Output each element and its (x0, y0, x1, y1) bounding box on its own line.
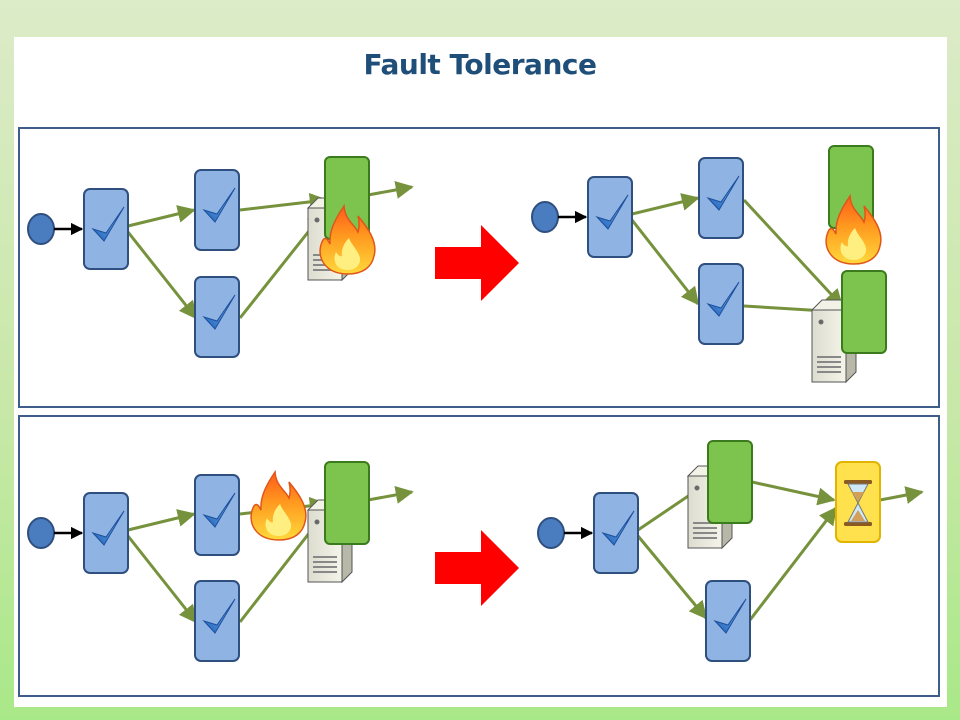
input-node (531, 201, 559, 233)
edge (127, 509, 196, 532)
restarted-replica-task (841, 270, 887, 354)
output-edge (367, 181, 414, 199)
edge (239, 192, 328, 212)
output-edge (879, 486, 924, 504)
task-check-icon (194, 474, 240, 556)
input-node (27, 517, 55, 549)
edge (126, 535, 198, 624)
task-check-icon (83, 492, 129, 574)
task-check-icon (83, 188, 129, 270)
top-after-graph (531, 145, 887, 383)
edge (630, 219, 700, 306)
task-check-icon (194, 580, 240, 662)
replica-task (324, 461, 370, 545)
edge (751, 480, 836, 506)
task-check-icon (194, 276, 240, 358)
edge (748, 506, 838, 621)
transition-arrow-icon (435, 530, 519, 606)
task-check-icon (698, 157, 744, 239)
input-node (537, 517, 565, 549)
edge (127, 205, 196, 228)
task-check-icon (705, 580, 751, 662)
edge (636, 535, 708, 620)
transition-arrow-icon (435, 225, 519, 301)
task-check-icon (698, 263, 744, 345)
task-check-icon (587, 176, 633, 258)
fire-icon (250, 471, 307, 541)
bottom-before-graph (27, 461, 414, 662)
bottom-after-graph (537, 440, 924, 662)
task-check-icon (194, 169, 240, 251)
edge (742, 198, 844, 308)
top-before-graph (27, 156, 414, 358)
input-node (27, 213, 55, 245)
task-check-icon (593, 492, 639, 574)
edge (631, 193, 700, 216)
relocated-replica-task (707, 440, 753, 524)
output-edge (367, 486, 414, 504)
edge (126, 231, 198, 320)
slide-title: Fault Tolerance (363, 48, 597, 81)
hourglass-icon (835, 461, 881, 543)
